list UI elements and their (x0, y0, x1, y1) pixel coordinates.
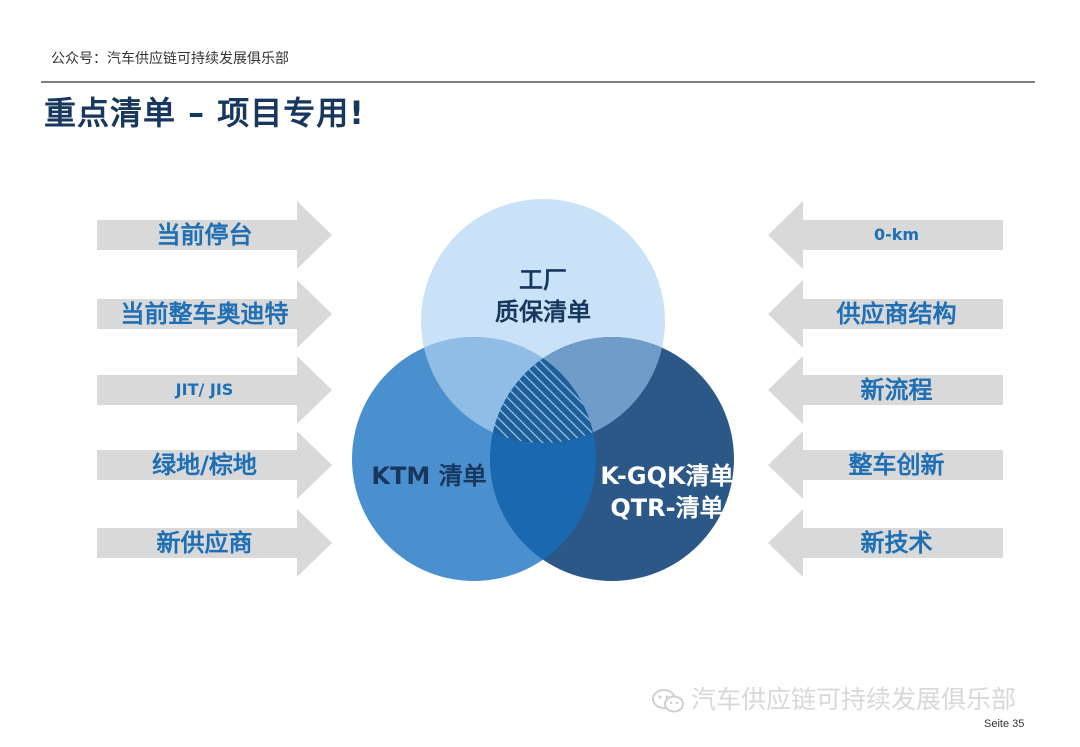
arrow-left-shape (768, 201, 1003, 269)
right-arrow-4: 整车创新 (768, 431, 1003, 499)
left-arrow-5: 新供应商 (97, 509, 332, 577)
right-arrow-3: 新流程 (768, 356, 1003, 424)
left-arrow-4-label: 绿地/棕地 (152, 451, 257, 479)
left-arrow-5-label: 新供应商 (156, 529, 253, 557)
left-arrow-1-label: 当前停台 (156, 221, 253, 249)
wechat-icon (652, 689, 684, 713)
arrow-right-shape (97, 509, 332, 577)
watermark: 汽车供应链可持续发展俱乐部 (651, 680, 1016, 716)
header-divider (41, 81, 1035, 83)
arrow-left-shape (768, 356, 1003, 424)
arrow-left-shape (768, 509, 1003, 577)
right-arrow-3-label: 新流程 (860, 376, 933, 404)
arrow-right-shape (97, 431, 332, 499)
watermark-text: 汽车供应链可持续发展俱乐部 (691, 685, 1017, 714)
venn-top-line2: 质保清单 (495, 298, 591, 326)
venn-right-line2: QTR-清单 (610, 494, 724, 522)
right-arrow-5: 新技术 (768, 509, 1003, 577)
header-source: 公众号：汽车供应链可持续发展俱乐部 (51, 51, 289, 67)
arrow-left-shape (768, 280, 1003, 348)
right-arrow-1-label: 0-km (873, 225, 920, 244)
page-number: Seite 35 (984, 718, 1025, 730)
arrow-right-shape (97, 356, 332, 424)
venn-right-label: K-GQK清单 QTR-清单 (577, 460, 757, 524)
left-arrow-3-label: JIT/ JIS (175, 380, 234, 399)
venn-overlap-center (490, 337, 596, 443)
right-arrow-2: 供应商结构 (768, 280, 1003, 348)
right-arrow-5-label: 新技术 (860, 529, 933, 557)
venn-left-label: KTM 清单 (371, 462, 487, 490)
venn-top-line1: 工厂 (519, 266, 567, 294)
left-arrow-2: 当前整车奥迪特 (97, 280, 332, 348)
venn-right-line1: K-GQK清单 (600, 462, 734, 490)
venn-top-label: 工厂 质保清单 (463, 264, 623, 328)
left-arrow-3: JIT/ JIS (97, 356, 332, 424)
right-arrow-2-label: 供应商结构 (836, 300, 957, 328)
left-arrow-4: 绿地/棕地 (97, 431, 332, 499)
left-arrow-1: 当前停台 (97, 201, 332, 269)
arrow-left-shape (768, 431, 1003, 499)
right-arrow-4-label: 整车创新 (848, 451, 945, 479)
page-title: 重点清单 – 项目专用! (44, 94, 365, 132)
right-arrow-1: 0-km (768, 201, 1003, 269)
left-arrow-2-label: 当前整车奥迪特 (120, 300, 289, 328)
arrow-right-shape (97, 280, 332, 348)
arrow-right-shape (97, 201, 332, 269)
